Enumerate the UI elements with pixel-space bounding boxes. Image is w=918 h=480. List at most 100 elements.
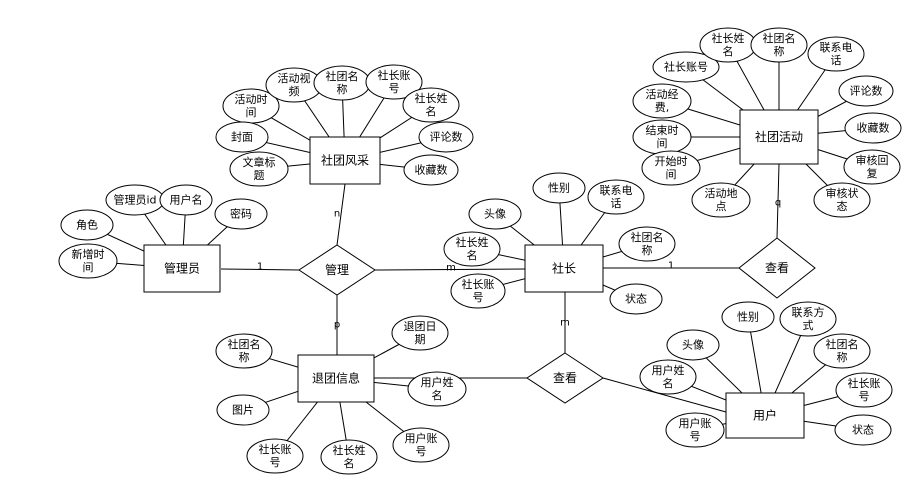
- attribute-label: 号: [416, 445, 427, 458]
- attribute-label: 题: [254, 169, 265, 182]
- attribute-user: [834, 414, 892, 446]
- attribute-shezhang: [468, 198, 522, 230]
- attribute-label: 活动地: [705, 187, 738, 200]
- attribute-user: [639, 359, 697, 395]
- cardinality-label: 1: [257, 262, 263, 273]
- attribute-label: 社长姓: [415, 91, 448, 105]
- attribute-fengcai: [418, 121, 474, 153]
- entity-withdraw: [297, 354, 375, 403]
- relationship-view_activity: [738, 237, 816, 299]
- attribute-label: 费,: [655, 101, 670, 114]
- attribute-label: 式: [803, 319, 814, 332]
- attribute-withdraw: [246, 438, 304, 474]
- attribute-label: 社长账: [259, 442, 292, 456]
- attribute-label: 话: [831, 54, 842, 67]
- attribute-label: 用户账: [679, 416, 712, 430]
- attribute-activity: [807, 36, 865, 72]
- attribute-label: 开始时: [655, 154, 688, 168]
- attribute-activity: [691, 182, 751, 218]
- attribute-label: 收藏数: [857, 121, 890, 135]
- attribute-user: [779, 301, 837, 337]
- attribute-label: 号: [859, 390, 870, 403]
- attribute-label: 社长姓: [712, 31, 745, 45]
- attribute-label: 审核回: [856, 153, 889, 167]
- attribute-user: [666, 329, 720, 361]
- attribute-admin: [214, 198, 268, 230]
- attribute-shezhang: [587, 179, 645, 215]
- entity-activity: [739, 109, 819, 165]
- attribute-activity: [750, 27, 808, 63]
- attribute-user: [665, 412, 725, 448]
- cardinality-label: p: [334, 320, 340, 331]
- attribute-admin: [60, 209, 114, 241]
- attribute-label: 联系电: [820, 41, 853, 54]
- entity-user: [725, 392, 805, 439]
- attribute-label: 称: [774, 44, 785, 58]
- attribute-label: 用户姓: [421, 375, 454, 389]
- relationship-line: [374, 268, 526, 271]
- attribute-label: 评论数: [430, 130, 463, 144]
- attribute-label: 社团名: [826, 337, 859, 351]
- attribute-user: [835, 372, 893, 408]
- relationship-line: [776, 163, 780, 239]
- attribute-label: 称: [239, 350, 250, 364]
- attribute-label: 活动时: [235, 93, 268, 106]
- attribute-label: 性别: [737, 310, 759, 324]
- relationship-manage: [298, 244, 376, 296]
- attribute-label: 名: [663, 376, 674, 390]
- attribute-activity: [652, 51, 720, 83]
- attribute-activity: [838, 75, 894, 107]
- attribute-fengcai: [229, 151, 289, 187]
- attribute-label: 称: [337, 82, 348, 96]
- attribute-label: 管理员id: [113, 193, 156, 207]
- attribute-label: 名: [426, 104, 437, 118]
- attribute-label: 社长姓: [456, 235, 489, 249]
- attribute-label: 状态: [852, 423, 874, 437]
- attribute-label: 称: [837, 350, 848, 364]
- relationship-label-manage: 管理: [325, 262, 349, 277]
- attribute-label: 社团名: [326, 69, 359, 83]
- diagram-shapes: [58, 27, 902, 475]
- attribute-label: 新增时: [72, 247, 105, 261]
- attribute-label: 用户姓: [652, 363, 685, 377]
- attribute-label: 角色: [76, 218, 98, 232]
- relationship-line: [336, 183, 346, 246]
- attribute-fengcai: [215, 121, 269, 153]
- relationship-label-view_activity: 查看: [765, 261, 789, 275]
- attribute-label: 封面: [231, 130, 253, 144]
- attribute-label: 社长姓: [333, 443, 366, 457]
- attribute-label: 点: [716, 200, 727, 213]
- attribute-label: 态: [837, 200, 848, 213]
- attribute-label: 结束时: [646, 124, 679, 137]
- attribute-label: 号: [690, 430, 701, 443]
- attribute-label: 复: [867, 166, 878, 180]
- attribute-label: 社长账号: [664, 60, 708, 74]
- attribute-shezhang: [618, 226, 676, 262]
- cardinality-label: 1: [668, 261, 674, 272]
- attribute-label: 号: [473, 291, 484, 304]
- cardinality-label: q: [775, 198, 781, 209]
- entity-fengcai: [309, 136, 381, 185]
- attribute-label: 评论数: [850, 84, 883, 98]
- entity-label-activity: 社团活动: [755, 129, 803, 144]
- attribute-fengcai: [402, 87, 460, 123]
- attribute-label: 频: [289, 84, 300, 98]
- attribute-withdraw: [215, 333, 273, 369]
- attribute-label: 号: [270, 456, 281, 469]
- entity-label-shezhang: 社长: [552, 261, 576, 276]
- attribute-label: 性别: [548, 181, 570, 195]
- entity-admin: [143, 244, 221, 293]
- attribute-label: 名: [432, 388, 443, 402]
- attribute-label: 活动视: [278, 71, 311, 85]
- relationship-label-view_withdraw: 查看: [553, 371, 577, 385]
- attribute-withdraw: [320, 439, 378, 475]
- attribute-label: 用户名: [170, 193, 203, 207]
- attribute-shezhang: [450, 273, 506, 309]
- attribute-shezhang: [443, 231, 501, 267]
- attribute-label: 间: [657, 137, 668, 150]
- cardinality-label: m: [560, 318, 570, 329]
- attribute-label: 文章标: [243, 155, 276, 169]
- attribute-label: 用户账: [405, 431, 438, 445]
- attribute-label: 社长账: [462, 277, 495, 291]
